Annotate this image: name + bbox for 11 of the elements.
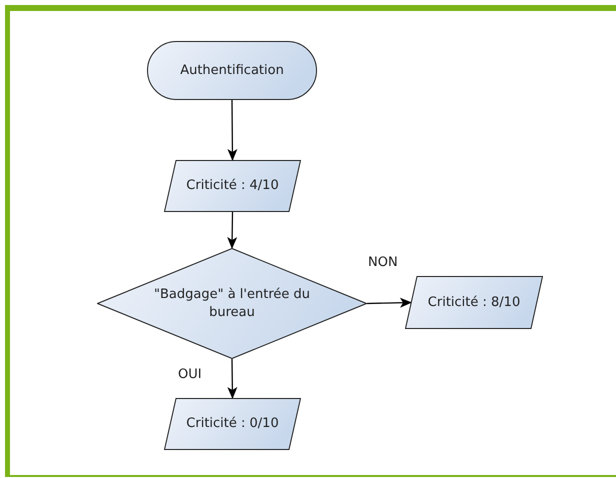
node-text: Criticité : 0/10 <box>186 415 279 433</box>
arrow <box>227 100 238 161</box>
node-text: Criticité : 4/10 <box>186 177 279 195</box>
edge-label: NON <box>368 256 398 269</box>
arrow <box>227 212 238 249</box>
node-text: Authentification <box>180 62 284 80</box>
arrow <box>366 298 412 308</box>
node-text: "Badgage" à l'entrée du bureau <box>153 286 311 322</box>
edge-label: OUI <box>178 368 202 381</box>
arrow <box>227 359 238 399</box>
node-text: Criticité : 8/10 <box>428 294 520 312</box>
